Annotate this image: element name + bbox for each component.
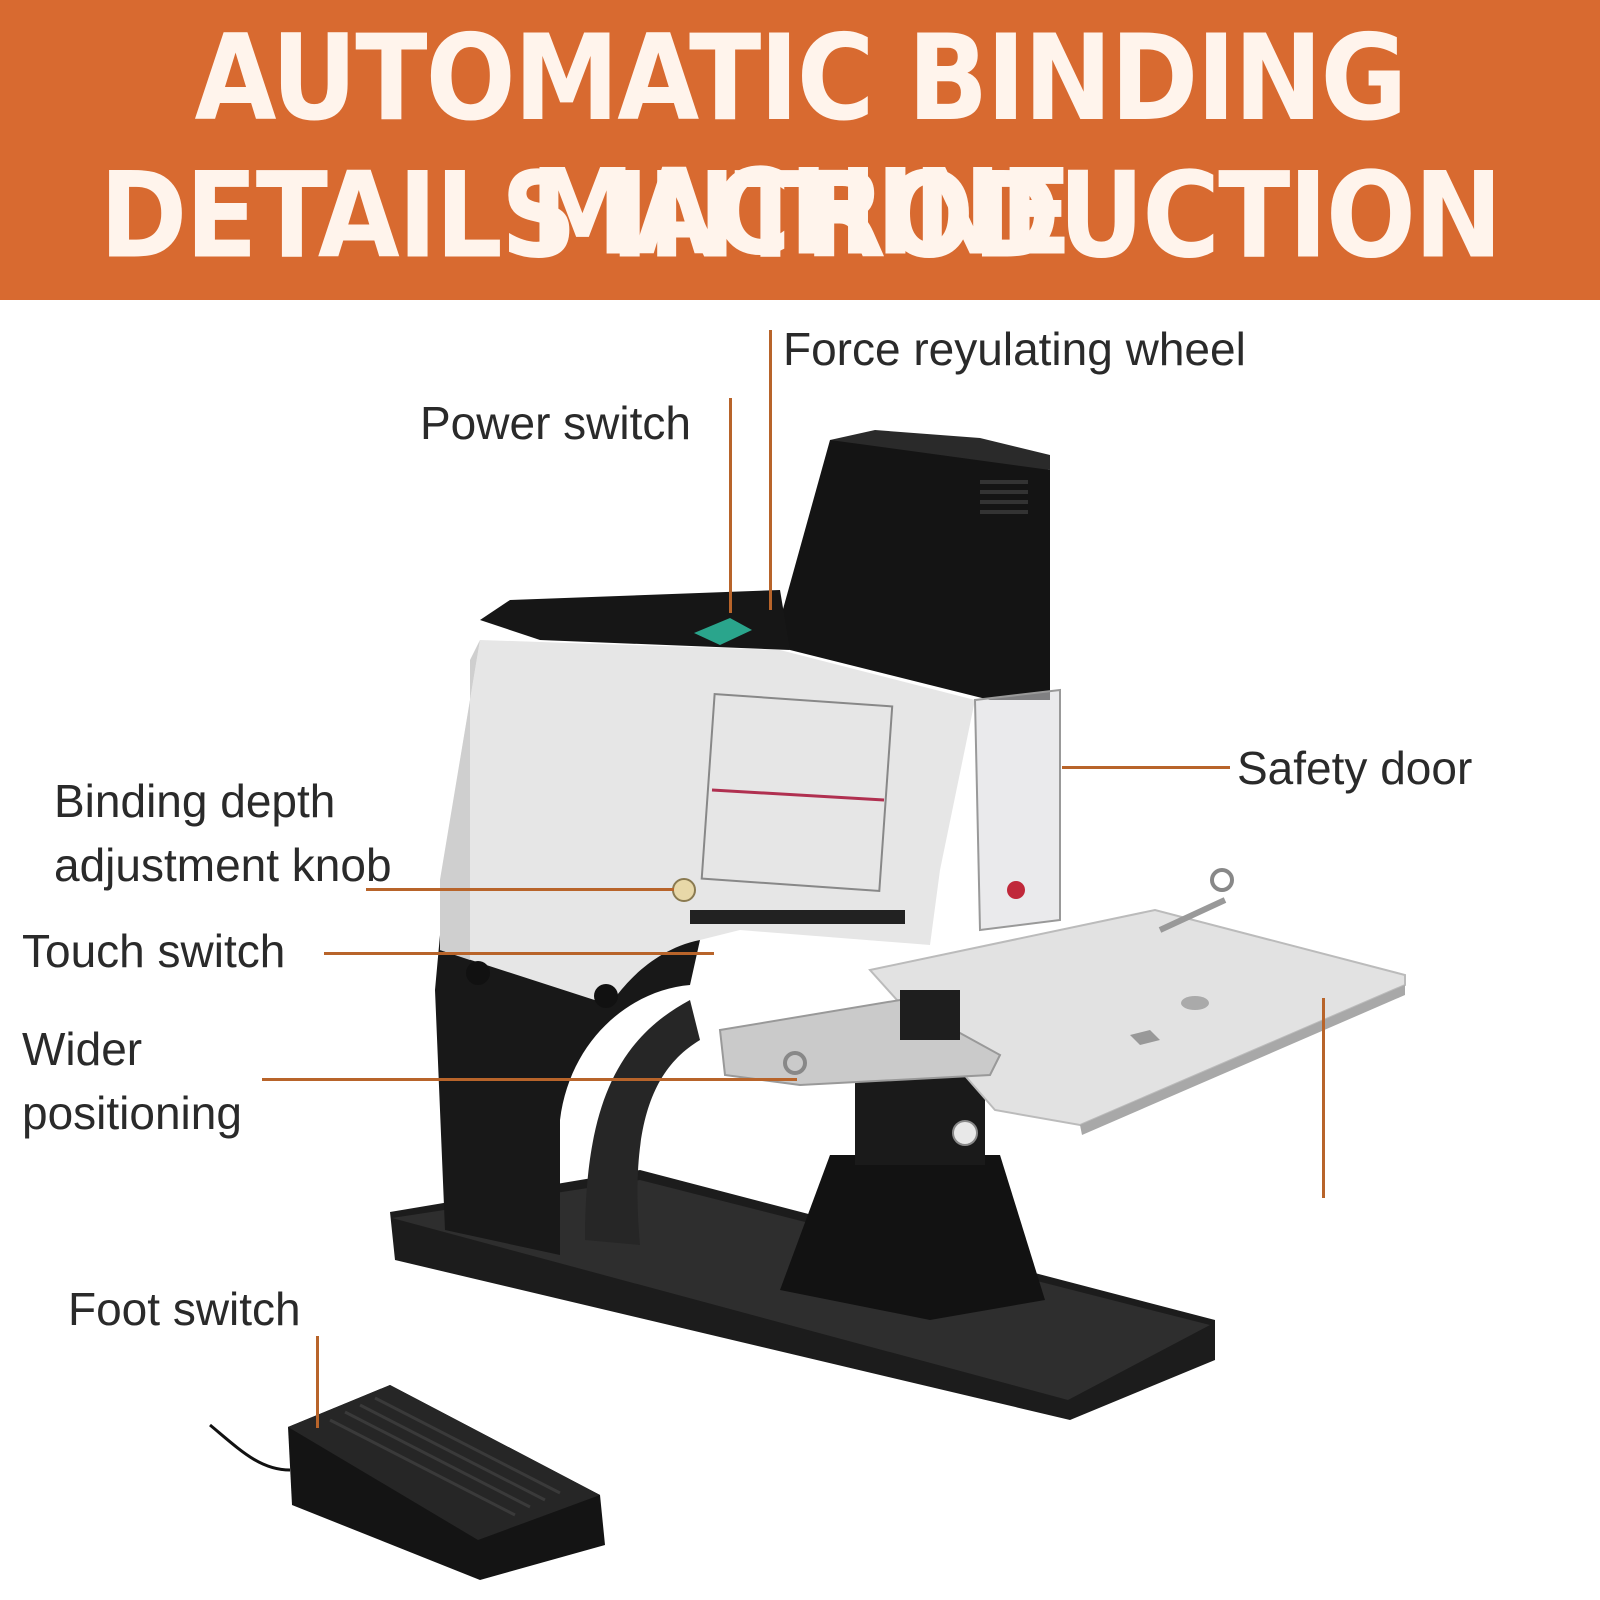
label-power-switch: Power switch	[420, 397, 691, 449]
depth-knob	[672, 878, 696, 902]
power-switch-button	[694, 618, 752, 645]
body-panel	[440, 640, 975, 1005]
warning-label	[700, 692, 894, 893]
guide-rod	[1158, 897, 1227, 933]
leader-table-vertical	[1322, 998, 1325, 1198]
label-depth-knob-line1: Binding depth	[54, 775, 336, 827]
warning-label-stripe	[711, 788, 885, 802]
body-panel-shade	[440, 640, 480, 960]
label-force-wheel: Force reyulating wheel	[783, 323, 1246, 375]
staple-slot	[690, 910, 905, 924]
label-foot-switch: Foot switch	[68, 1283, 301, 1335]
leader-power-switch	[729, 398, 732, 613]
arm-inner	[585, 1000, 700, 1245]
positioning-ring	[783, 1051, 807, 1075]
machine-head	[780, 440, 1050, 700]
label-depth-knob-line2: adjustment knob	[54, 839, 392, 891]
screw-right	[594, 984, 618, 1008]
label-safety-door: Safety door	[1237, 742, 1473, 794]
leader-force-wheel	[769, 330, 772, 610]
table-slot-2	[1181, 996, 1209, 1010]
label-touch-switch: Touch switch	[22, 925, 286, 977]
foot-pedal-ridges	[329, 1396, 561, 1517]
pedestal-dial	[952, 1120, 978, 1146]
table-slot-1	[1130, 1030, 1160, 1045]
leader-wider-positioning	[262, 1078, 797, 1081]
leader-touch-switch	[324, 952, 714, 955]
title-line-2: DETAILS INTRODUCTION	[99, 146, 1502, 285]
title-line-1: AUTOMATIC BINDING MACHINE	[194, 9, 1407, 282]
guide-ring	[1210, 868, 1234, 892]
foot-pedal-cable	[209, 1423, 291, 1472]
safety-door-indicator	[1007, 881, 1025, 899]
machine-arm	[435, 935, 700, 1255]
leader-depth-knob	[366, 888, 674, 891]
leader-foot-switch	[316, 1336, 319, 1428]
title-banner: AUTOMATIC BINDING MACHINE DETAILS INTROD…	[0, 0, 1600, 300]
label-wider-line2: positioning	[22, 1087, 242, 1139]
leader-safety-door	[1062, 766, 1230, 769]
head-top	[830, 430, 1050, 470]
safety-door	[973, 688, 1061, 932]
pedestal	[780, 1155, 1045, 1320]
screw-left	[466, 961, 490, 985]
pedestal-block	[855, 1070, 985, 1165]
top-cap	[480, 590, 790, 650]
label-wider-line1: Wider	[22, 1023, 143, 1075]
head-vents	[980, 480, 1028, 514]
positioning-block	[900, 990, 960, 1040]
